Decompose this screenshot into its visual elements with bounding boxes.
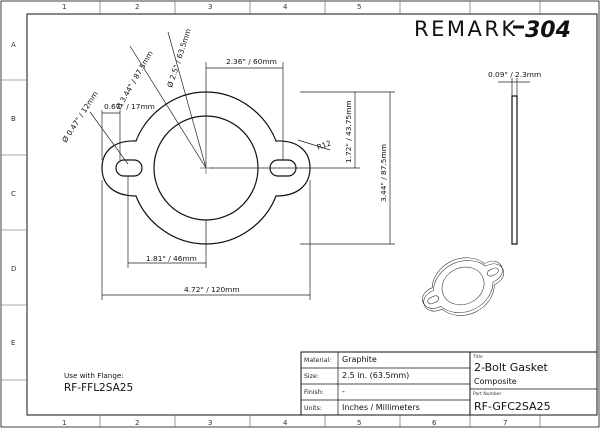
dim-ear-width: 0.67" / 17mm (104, 102, 155, 111)
finish-label: Finish: (304, 389, 324, 396)
dim-half-height: 1.72" / 43.75mm (344, 100, 353, 163)
col-label-1-bottom: 1 (62, 419, 66, 427)
frame-ticks (1, 1, 541, 427)
size-value: 2.5 in. (63.5mm) (342, 371, 409, 380)
material-label: Material: (304, 357, 331, 364)
dim-thickness: 0.09" / 2.3mm (488, 70, 541, 79)
dim-overall-width: 4.72" / 120mm (184, 285, 240, 294)
col-label-3-top: 3 (208, 3, 212, 11)
row-label-e: E (11, 339, 15, 347)
brand-suffix: 304 (525, 18, 571, 43)
title-block (300, 351, 598, 416)
col-label-5-bottom: 5 (357, 419, 361, 427)
material-value: Graphite (342, 355, 377, 364)
title-label: Title (472, 354, 483, 360)
col-label-7-bottom: 7 (503, 419, 507, 427)
part-number: RF-GFC2SA25 (474, 400, 551, 413)
size-label: Size: (304, 373, 319, 380)
col-label-3-bottom: 3 (208, 419, 212, 427)
part-number-label: Part Number (473, 391, 502, 397)
col-label-6-bottom: 6 (432, 419, 437, 427)
title-line-1: 2-Bolt Gasket (474, 361, 548, 374)
flange-note-part: RF-FFL2SA25 (64, 382, 133, 394)
gasket-side-view (511, 95, 518, 245)
brand-prefix: REMARK (414, 17, 518, 41)
dimension-lines (89, 31, 530, 300)
col-label-1-top: 1 (62, 3, 66, 11)
bolt-slot-left (115, 159, 143, 177)
col-label-2-top: 2 (135, 3, 139, 11)
row-label-c: C (11, 190, 16, 198)
col-label-2-bottom: 2 (135, 419, 139, 427)
dim-center-to-slot: 1.81" / 46mm (146, 254, 197, 263)
col-label-4-top: 4 (283, 3, 288, 11)
dim-bolt-spacing: 2.36" / 60mm (226, 57, 277, 66)
col-label-5-top: 5 (357, 3, 361, 11)
finish-value: - (342, 387, 345, 396)
col-label-4-bottom: 4 (283, 419, 288, 427)
gasket-isometric-view (422, 257, 504, 316)
units-value: Inches / Millimeters (342, 403, 420, 412)
dim-overall-height: 3.44" / 87.5mm (379, 144, 388, 202)
row-label-b: B (11, 115, 16, 123)
row-label-a: A (11, 41, 16, 49)
flange-note-label: Use with Flange: (64, 371, 124, 380)
brand-logo: REMARK 304 (414, 17, 571, 43)
row-label-d: D (11, 265, 16, 273)
title-line-2: Composite (474, 377, 517, 386)
units-label: Units: (304, 405, 322, 412)
